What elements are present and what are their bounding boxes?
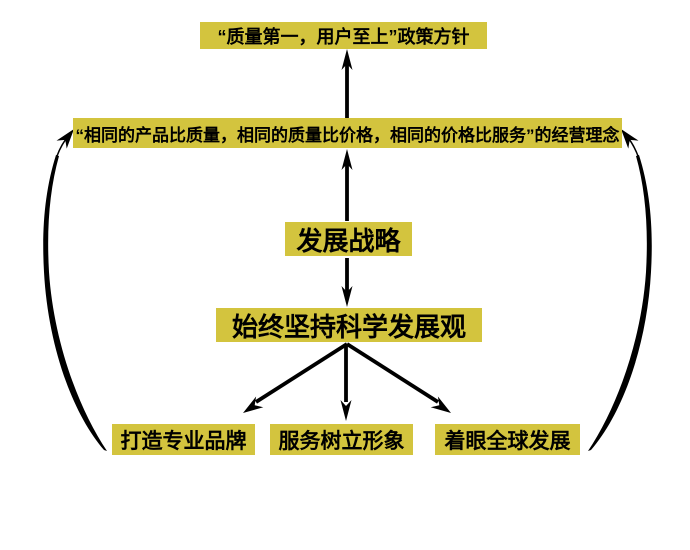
node-policy: “质量第一，用户至上”政策方针 bbox=[200, 22, 487, 49]
node-brand: 打造专业品牌 bbox=[112, 424, 255, 455]
node-strategy: 发展战略 bbox=[285, 222, 412, 256]
down-arrow-strategy-to-concept bbox=[341, 258, 353, 307]
node-service: 服务树立形象 bbox=[270, 424, 413, 455]
diagonal-arrow-concept-to-brand bbox=[243, 342, 349, 413]
node-concept: 始终坚持科学发展观 bbox=[216, 308, 482, 342]
up-arrow-strategy-to-philosophy bbox=[341, 149, 353, 221]
curved-arrow-global-to-philosophy bbox=[588, 129, 652, 451]
diagonal-arrow-concept-to-global bbox=[345, 342, 451, 413]
node-global: 着眼全球发展 bbox=[435, 424, 580, 455]
node-philosophy: “相同的产品比质量，相同的质量比价格，相同的价格比服务”的经营理念 bbox=[73, 118, 622, 148]
up-arrow-philosophy-to-policy bbox=[341, 49, 353, 118]
down-arrow-concept-to-service bbox=[340, 345, 352, 421]
curved-arrow-brand-to-philosophy bbox=[43, 129, 107, 451]
